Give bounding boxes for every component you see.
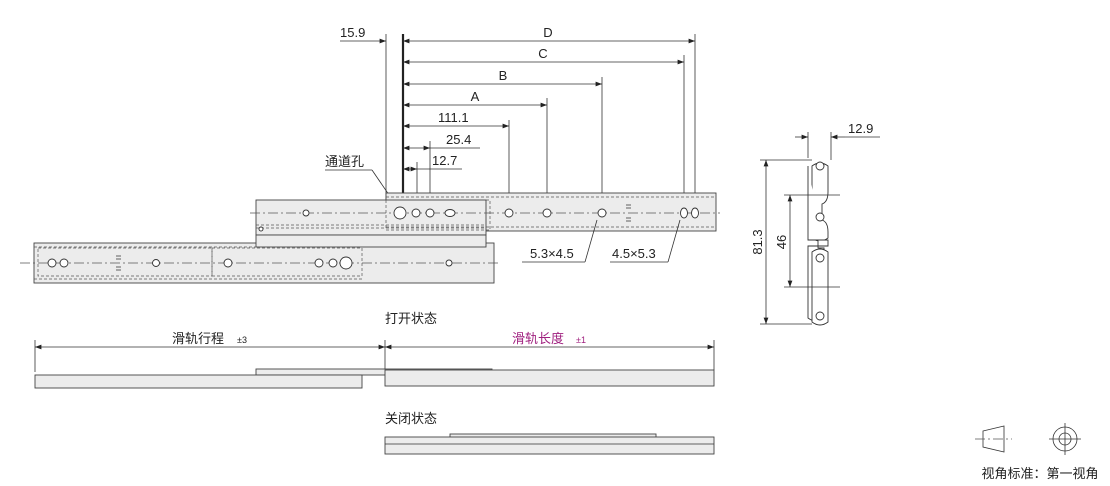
- dim-111: 111.1: [438, 110, 469, 125]
- travel-tolerance: ±3: [237, 335, 247, 345]
- length-label: 滑轨长度: [512, 331, 564, 346]
- slot-leaders: [522, 219, 681, 263]
- travel-label: 滑轨行程: [172, 331, 224, 346]
- dim-a: A: [471, 89, 480, 104]
- extension-lines: [385, 34, 696, 215]
- dim-width: 12.9: [848, 121, 873, 136]
- dim-d: D: [543, 25, 552, 40]
- dim-12-7: 12.7: [432, 153, 457, 168]
- projection-label: 视角标准：第一视角: [981, 466, 1098, 481]
- length-tolerance: ±1: [576, 335, 586, 345]
- slot-label-1: 5.3×4.5: [530, 246, 574, 261]
- dimension-lines: [325, 38, 695, 209]
- first-angle-projection-icon: [975, 423, 1081, 455]
- upper-rail: [250, 192, 720, 236]
- dim-25: 25.4: [446, 132, 471, 147]
- open-state-title: 打开状态: [385, 311, 437, 326]
- open-dimensions: [34, 340, 715, 372]
- side-view: [760, 132, 880, 326]
- open-rail: [34, 368, 715, 389]
- dim-b: B: [499, 68, 508, 83]
- dim-height: 81.3: [750, 229, 765, 254]
- dim-c: C: [538, 46, 547, 61]
- closed-rail: [384, 433, 715, 455]
- lower-rail: [20, 234, 500, 284]
- dim-15-9: 15.9: [340, 25, 365, 40]
- through-hole-label: 通道孔: [325, 154, 364, 169]
- slot-label-2: 4.5×5.3: [612, 246, 656, 261]
- dim-pitch: 46: [774, 235, 789, 249]
- closed-state-title: 关闭状态: [385, 411, 437, 426]
